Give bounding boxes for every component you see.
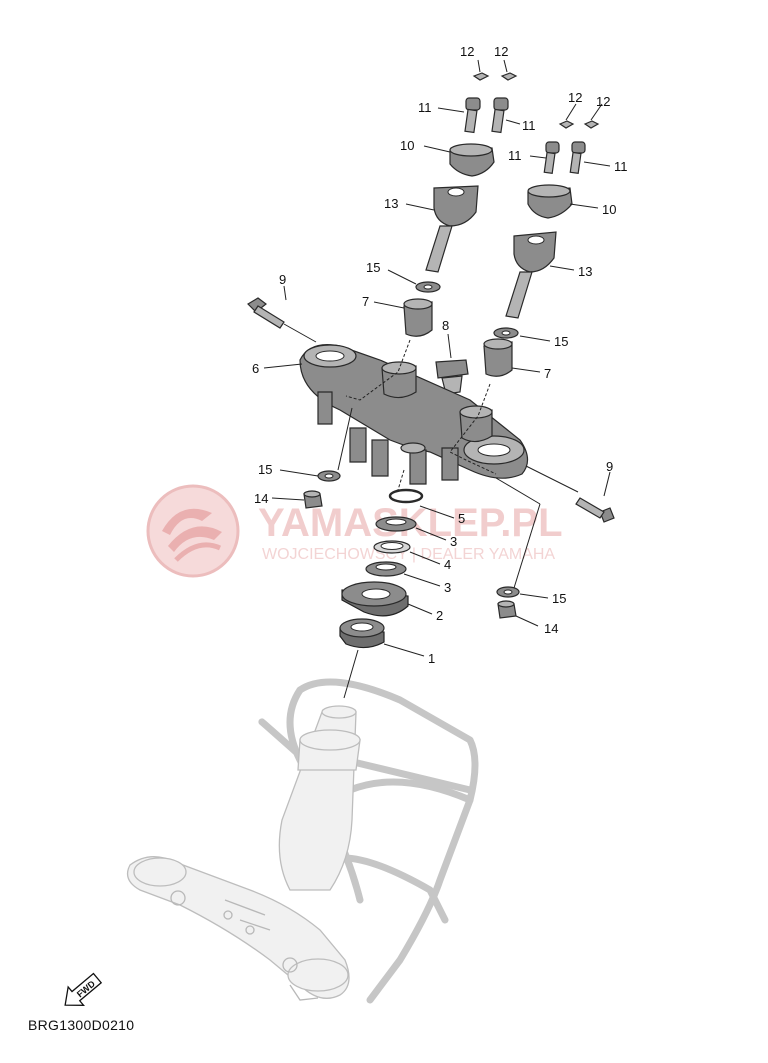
callout-13b: 13 — [578, 264, 592, 279]
watermark-logo — [146, 484, 240, 578]
callout-15d: 15 — [552, 591, 566, 606]
callouts: 12 12 12 12 11 11 11 11 10 10 13 13 15 1… — [252, 44, 628, 666]
part-1-race — [339, 618, 385, 649]
part-9-bolts — [247, 297, 615, 523]
part-11-bolts — [464, 97, 586, 175]
part-15-washers — [317, 281, 520, 598]
fwd-arrow-icon: FWD — [64, 972, 103, 1006]
callout-13a: 13 — [384, 196, 398, 211]
callout-14a: 14 — [254, 491, 268, 506]
callout-5: 5 — [458, 511, 465, 526]
callout-11b: 11 — [522, 118, 536, 133]
watermark-subtitle: WOJCIECHOWSCY | DEALER YAMAHA — [262, 546, 555, 563]
callout-12c: 12 — [568, 90, 582, 105]
part-2-bearing — [341, 581, 409, 617]
part-10-upper-clamps — [449, 143, 573, 219]
callout-10a: 10 — [400, 138, 414, 153]
callout-11a: 11 — [418, 100, 432, 115]
diagram-code: BRG1300D0210 — [28, 1017, 135, 1033]
callout-15a: 15 — [366, 260, 380, 275]
callout-9b: 9 — [606, 459, 613, 474]
part-14-nuts — [303, 490, 517, 619]
part-5-ring — [388, 488, 424, 504]
part-13-handlebar-holders — [425, 185, 557, 319]
part-12-caps — [472, 72, 600, 129]
callout-12b: 12 — [494, 44, 508, 59]
part-6-upper-bracket — [299, 344, 529, 485]
callout-3a: 3 — [450, 534, 457, 549]
callout-4: 4 — [444, 557, 451, 572]
callout-10b: 10 — [602, 202, 616, 217]
callout-2: 2 — [436, 608, 443, 623]
callout-15b: 15 — [554, 334, 568, 349]
callout-9a: 9 — [279, 272, 286, 287]
callout-3b: 3 — [444, 580, 451, 595]
callout-15c: 15 — [258, 462, 272, 477]
callout-8: 8 — [442, 318, 449, 333]
callout-14b: 14 — [544, 621, 558, 636]
callout-7a: 7 — [362, 294, 369, 309]
callout-12d: 12 — [596, 94, 610, 109]
callout-12a: 12 — [460, 44, 474, 59]
frame-ghost — [126, 678, 479, 1004]
assembly-lines — [345, 339, 497, 491]
watermark: YAMASKLEP.PL WOJCIECHOWSCY | DEALER YAMA… — [146, 484, 563, 578]
callout-11d: 11 — [614, 159, 628, 174]
leader-lines — [263, 59, 611, 699]
callout-11c: 11 — [508, 148, 522, 163]
callout-6: 6 — [252, 361, 259, 376]
callout-1: 1 — [428, 651, 435, 666]
callout-7b: 7 — [544, 366, 551, 381]
part-3-4-washers — [365, 516, 417, 577]
part-7-dampers — [403, 298, 513, 377]
